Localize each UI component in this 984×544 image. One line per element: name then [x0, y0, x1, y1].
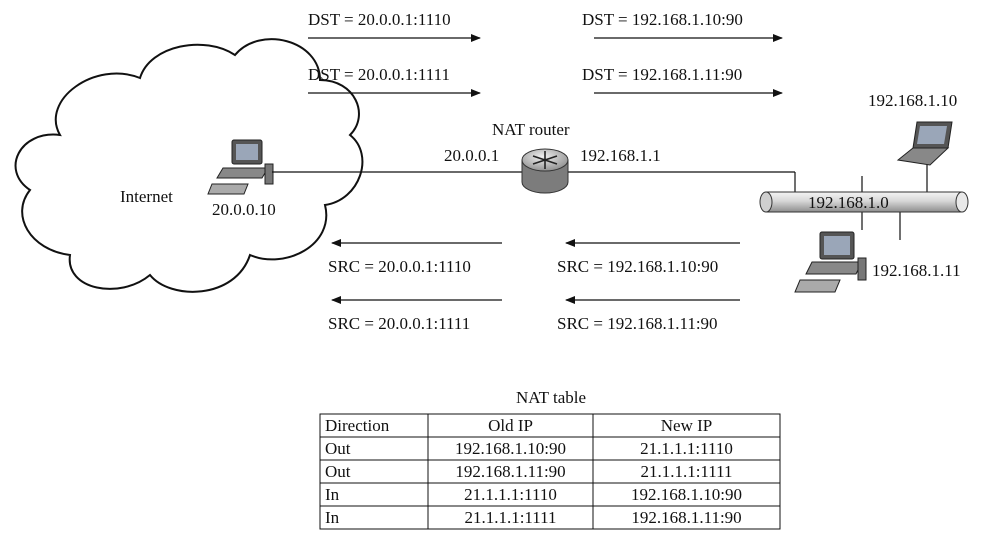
router-outside-ip: 20.0.0.1	[444, 146, 499, 165]
router-title: NAT router	[492, 120, 570, 139]
src-label-left-2: SRC = 20.0.0.1:1111	[328, 314, 470, 333]
nat-table-cell: 21.1.1.1:1110	[464, 485, 557, 504]
dst-label-left-2: DST = 20.0.0.1:1111	[308, 65, 450, 84]
nat-table-cell: 192.168.1.11:90	[455, 462, 565, 481]
nat-table-header-cell: New IP	[661, 416, 712, 435]
nat-table-header-cell: Direction	[325, 416, 390, 435]
nat-table-cell: 192.168.1.11:90	[631, 508, 741, 527]
internet-host-computer-icon	[207, 139, 274, 195]
nat-router-icon	[521, 148, 569, 194]
router-inside-ip: 192.168.1.1	[580, 146, 661, 165]
nat-table-cell: 21.1.1.1:1110	[640, 439, 733, 458]
nat-table-cell: In	[325, 508, 340, 527]
src-label-right-1: SRC = 192.168.1.10:90	[557, 257, 718, 276]
lan-desktop-computer-icon	[794, 231, 867, 293]
dst-label-right-2: DST = 192.168.1.11:90	[582, 65, 742, 84]
nat-table-title: NAT table	[516, 388, 586, 407]
internet-host-ip: 20.0.0.10	[212, 200, 276, 219]
src-label-left-1: SRC = 20.0.0.1:1110	[328, 257, 471, 276]
nat-table-cell: Out	[325, 439, 351, 458]
nat-table-cell: Out	[325, 462, 351, 481]
dst-label-left-1: DST = 20.0.0.1:1110	[308, 10, 451, 29]
nat-table-cell: 192.168.1.10:90	[455, 439, 566, 458]
nat-table-cell: 192.168.1.10:90	[631, 485, 742, 504]
dst-label-right-1: DST = 192.168.1.10:90	[582, 10, 743, 29]
laptop-icon	[896, 121, 953, 166]
nat-table-cell: 21.1.1.1:1111	[464, 508, 556, 527]
src-label-right-2: SRC = 192.168.1.11:90	[557, 314, 718, 333]
nat-table-cell: 21.1.1.1:1111	[640, 462, 732, 481]
nat-table-header-cell: Old IP	[488, 416, 533, 435]
internet-cloud	[14, 38, 364, 293]
nat-table-cell: In	[325, 485, 340, 504]
desktop-ip: 192.168.1.11	[872, 261, 961, 280]
laptop-ip: 192.168.1.10	[868, 91, 957, 110]
lan-network-label: 192.168.1.0	[808, 193, 889, 212]
nat-table-border	[319, 413, 781, 530]
nat-table: Direction Old IP New IP Out 192.168.1.10:90 2…	[319, 413, 781, 530]
lan-bus-cylinder	[759, 191, 969, 213]
internet-label: Internet	[120, 187, 173, 206]
